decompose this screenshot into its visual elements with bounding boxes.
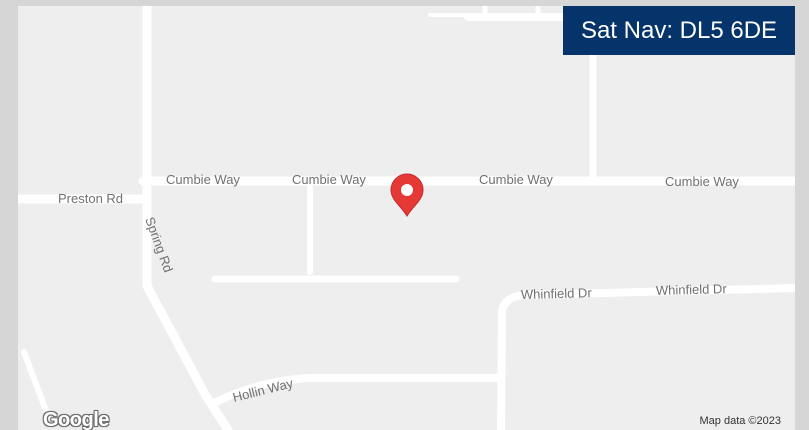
road-spring-rd — [142, 6, 233, 430]
label-hollin-way: Hollin Way — [231, 375, 295, 405]
road-whinfield-dr — [497, 284, 795, 430]
label-cumbie-way: Cumbie Way — [665, 174, 739, 189]
road-network: Cumbie Way Cumbie Way Cumbie Way Cumbie … — [18, 6, 795, 430]
google-logo: Google — [43, 409, 109, 430]
sat-nav-banner: Sat Nav: DL5 6DE — [563, 6, 795, 55]
label-cumbie-way: Cumbie Way — [292, 172, 366, 187]
road-hollin-way — [210, 374, 502, 407]
location-pin-icon[interactable] — [390, 173, 424, 217]
label-whinfield-dr: Whinfield Dr — [656, 281, 728, 298]
label-cumbie-way: Cumbie Way — [166, 172, 240, 187]
map-view[interactable]: Cumbie Way Cumbie Way Cumbie Way Cumbie … — [18, 6, 795, 430]
label-whinfield-dr: Whinfield Dr — [521, 285, 593, 302]
map-attribution: Map data ©2023 — [699, 415, 782, 427]
label-preston-rd: Preston Rd — [58, 191, 123, 206]
road-southwest — [21, 349, 51, 419]
label-cumbie-way: Cumbie Way — [479, 172, 553, 187]
